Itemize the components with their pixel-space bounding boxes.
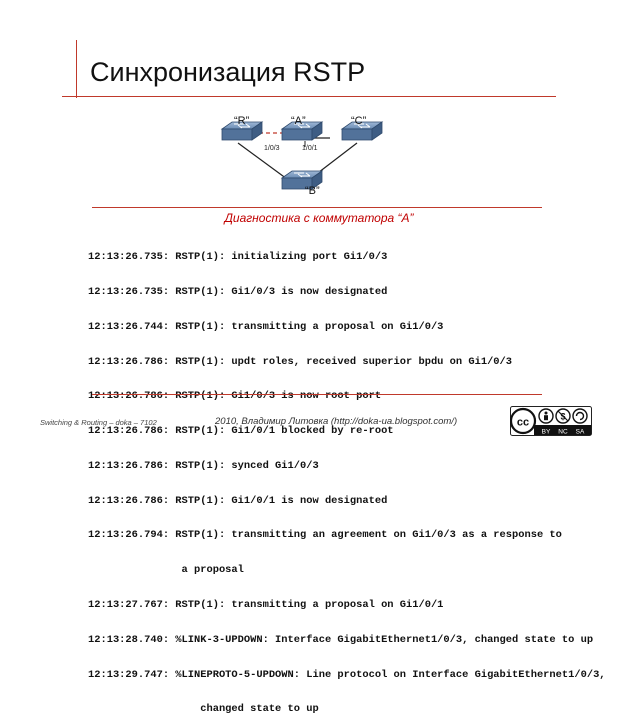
log-line: 12:13:26.786: RSTP(1): synced Gi1/0/3 — [88, 459, 319, 472]
log-line: 12:13:28.740: %LINK-3-UPDOWN: Interface … — [88, 633, 594, 646]
log-line: 12:13:26.735: RSTP(1): initializing port… — [88, 251, 388, 264]
svg-text:cc: cc — [517, 417, 529, 429]
log-line: 12:13:29.747: %LINEPROTO-5-UPDOWN: Line … — [88, 668, 606, 681]
title-underline — [62, 96, 556, 97]
rstp-topology-diagram: “R” “A” “C” “B” 1/0/3 1/0/1 — [221, 115, 383, 197]
sa-share-icon — [572, 408, 588, 424]
log-line: changed state to up — [88, 703, 319, 716]
svg-text:NC: NC — [558, 429, 568, 436]
svg-text:SA: SA — [576, 429, 585, 436]
switch-b-label: “B” — [305, 185, 320, 197]
footer-copyright: 2010, Владимир Литовка (http://doka-ua.b… — [215, 416, 458, 427]
log-line: 12:13:26.786: RSTP(1): updt roles, recei… — [88, 355, 513, 368]
cc-license-badge: cc $ BY NC SA — [510, 406, 592, 436]
log-bottom-line — [92, 394, 542, 395]
port-label-1-0-1: 1/0/1 — [302, 145, 318, 152]
log-line: 12:13:26.786: RSTP(1): Gi1/0/3 is now ro… — [88, 390, 382, 403]
switch-r-label: “R” — [234, 115, 250, 127]
svg-text:BY: BY — [542, 429, 551, 436]
switch-a-label: “A” — [291, 115, 306, 127]
log-line: 12:13:26.786: RSTP(1): Gi1/0/1 blocked b… — [88, 425, 394, 438]
log-line: 12:13:26.786: RSTP(1): Gi1/0/1 is now de… — [88, 494, 388, 507]
caption-top-line — [92, 207, 542, 208]
page-title: Синхронизация RSTP — [90, 57, 366, 87]
cc-icon — [510, 407, 537, 435]
link-r-b — [237, 142, 288, 180]
console-log: 12:13:26.735: RSTP(1): initializing port… — [88, 229, 606, 728]
log-line: 12:13:26.735: RSTP(1): Gi1/0/3 is now de… — [88, 285, 388, 298]
switch-c-label: “C” — [351, 115, 367, 127]
log-line: a proposal — [88, 564, 244, 577]
diagnostics-caption: Диагностика с коммутатора “A” — [224, 211, 414, 225]
log-line: 12:13:26.744: RSTP(1): transmitting a pr… — [88, 320, 444, 333]
title-accent-vertical-line — [76, 40, 77, 98]
log-line: 12:13:27.767: RSTP(1): transmitting a pr… — [88, 599, 444, 611]
footer-course-label: Switching & Routing – doka – 7102 — [40, 418, 157, 427]
log-line: 12:13:26.794: RSTP(1): transmitting an a… — [88, 529, 562, 542]
port-label-1-0-3: 1/0/3 — [264, 145, 280, 152]
